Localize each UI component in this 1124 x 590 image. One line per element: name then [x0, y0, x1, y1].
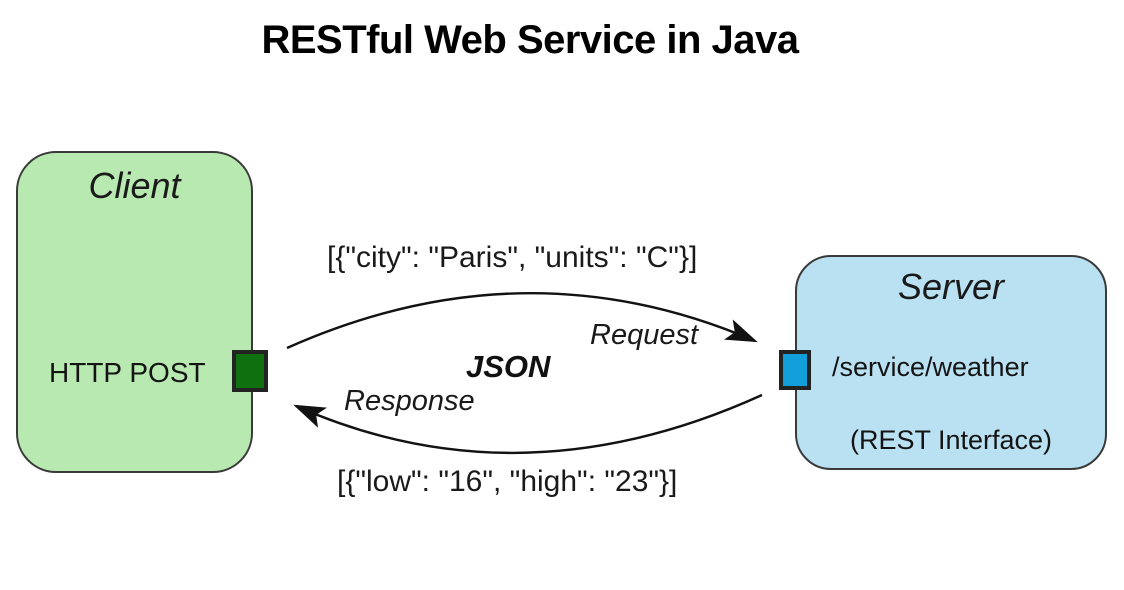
diagram-title: RESTful Web Service in Java: [261, 18, 799, 62]
server-endpoint-label: /service/weather: [832, 352, 1029, 382]
response-label: Response: [344, 385, 475, 417]
client-port-square-icon: [232, 350, 268, 392]
response-payload: [{"low": "16", "high": "23"}]: [337, 465, 678, 498]
client-box: Client HTTP POST: [16, 151, 253, 473]
json-format-label: JSON: [466, 349, 551, 384]
client-method-label: HTTP POST: [49, 357, 206, 388]
request-label: Request: [590, 319, 699, 351]
server-label: Server: [897, 266, 1005, 307]
server-box: Server /service/weather (REST Interface): [795, 255, 1107, 470]
request-payload: [{"city": "Paris", "units": "C"}]: [327, 241, 698, 274]
client-label: Client: [88, 165, 181, 206]
server-port-square-icon: [779, 350, 811, 390]
server-interface-note: (REST Interface): [849, 425, 1053, 455]
